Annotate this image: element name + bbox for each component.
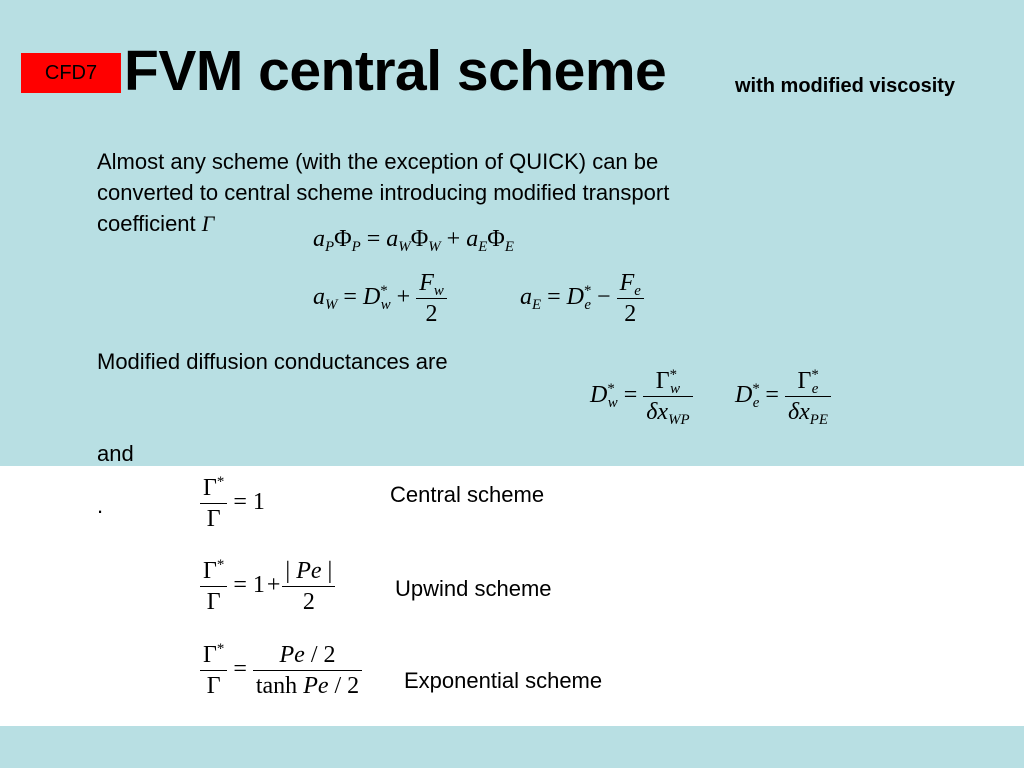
scheme-label-upwind: Upwind scheme — [395, 576, 552, 601]
bullet-dot: . — [97, 493, 104, 518]
equation-upwind: Γ*Γ=1+| Pe |2 — [200, 556, 336, 617]
slide-badge: CFD7 — [21, 53, 121, 93]
slide-subtitle: with modified viscosity — [735, 75, 956, 97]
intro-line-1: Almost any scheme (with the exception of… — [97, 149, 659, 174]
intro-line-3: coefficient Γ — [97, 211, 215, 236]
equation-discretized: aPΦP=aWΦW+aEΦE — [313, 226, 514, 256]
and-text: and — [97, 441, 134, 466]
equation-central: Γ*Γ=1 — [200, 473, 265, 534]
top-background — [0, 0, 1024, 466]
scheme-label-exponential: Exponential scheme — [404, 668, 603, 693]
scheme-label-central: Central scheme — [390, 482, 545, 507]
slide-title: FVM central scheme — [124, 39, 667, 103]
gamma-symbol: Γ — [201, 211, 215, 236]
modified-conductances-text: Modified diffusion conductances are — [97, 349, 448, 374]
intro-line-2: converted to central scheme introducing … — [97, 180, 670, 205]
bottom-background — [0, 726, 1024, 768]
